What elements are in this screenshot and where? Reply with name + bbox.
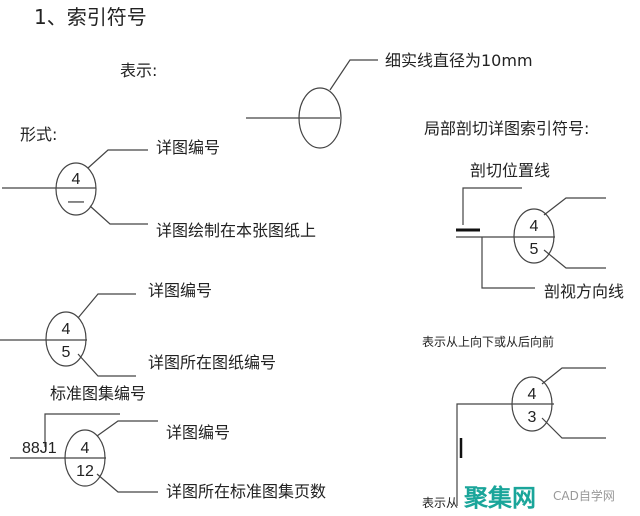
detail-number-label: 详图编号 bbox=[148, 281, 212, 300]
watermark-sub: CAD自学网 bbox=[553, 488, 615, 503]
basic-index-circle bbox=[246, 59, 378, 149]
section-title: 1、索引符号 bbox=[34, 5, 147, 29]
atlas-number-label: 标准图集编号 bbox=[50, 384, 146, 403]
cut-line-label: 剖切位置线 bbox=[470, 161, 550, 180]
atlas-code: 88J1 bbox=[22, 440, 57, 457]
watermark-logo: 聚集网 bbox=[463, 484, 536, 512]
sheet-number: 5 bbox=[62, 344, 71, 361]
direction-note-1: 表示从上向下或从后向前 bbox=[422, 334, 554, 349]
detail-number-label: 详图编号 bbox=[166, 423, 230, 442]
view-direction-label: 剖视方向线 bbox=[544, 282, 624, 301]
forms-label: 形式: bbox=[20, 125, 57, 144]
detail-number: 4 bbox=[81, 440, 90, 457]
diameter-annotation: 细实线直径为10mm bbox=[385, 51, 533, 70]
detail-number: 4 bbox=[528, 386, 537, 403]
detail-number-label: 详图编号 bbox=[156, 138, 220, 157]
representation-label: 表示: bbox=[120, 61, 157, 80]
section-index-label: 局部剖切详图索引符号: bbox=[424, 119, 589, 138]
atlas-page-label: 详图所在标准图集页数 bbox=[166, 482, 326, 501]
detail-number: 4 bbox=[72, 171, 81, 188]
symbol-same-sheet: 4 — bbox=[2, 149, 148, 225]
atlas-page-number: 12 bbox=[76, 463, 94, 480]
sheet-number-label: 详图所在图纸编号 bbox=[148, 353, 276, 372]
direction-note-2: 表示从 bbox=[422, 496, 458, 510]
detail-number: 4 bbox=[62, 321, 71, 338]
symbol-standard-atlas: 88J1 4 12 bbox=[10, 413, 158, 493]
section-symbol-1: 4 5 bbox=[456, 187, 606, 289]
sheet-number: — bbox=[68, 193, 84, 210]
same-sheet-label: 详图绘制在本张图纸上 bbox=[156, 221, 316, 240]
symbol-other-sheet: 4 5 bbox=[0, 293, 136, 377]
sheet-number: 5 bbox=[530, 241, 539, 258]
sheet-number: 3 bbox=[528, 409, 537, 426]
section-symbol-2: 4 3 bbox=[456, 367, 606, 506]
detail-number: 4 bbox=[530, 218, 539, 235]
